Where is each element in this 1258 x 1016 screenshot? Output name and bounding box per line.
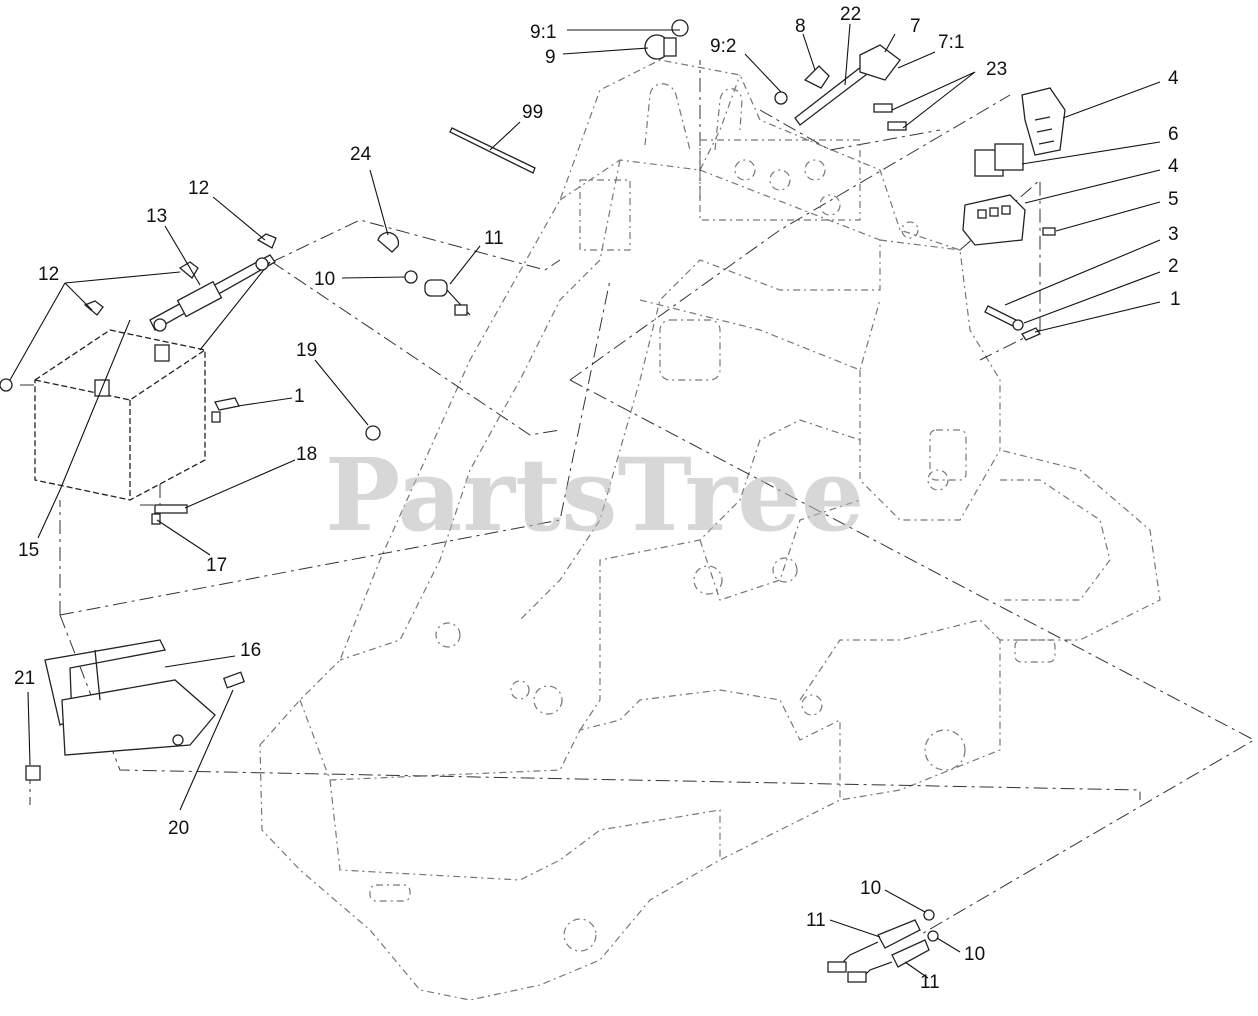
callout-3: 3 — [1168, 224, 1179, 245]
valve-block — [579, 139, 861, 251]
callout-11-bottom-left: 11 — [806, 910, 826, 931]
cable-tie — [449, 127, 536, 174]
ignition-switch — [644, 19, 830, 105]
callout-17: 17 — [206, 555, 227, 576]
terminals — [151, 397, 240, 525]
callout-23: 23 — [986, 59, 1007, 80]
cable-clamp — [377, 231, 400, 253]
callout-21: 21 — [14, 668, 35, 689]
wing-nut — [0, 378, 13, 392]
callout-16: 16 — [240, 640, 261, 661]
callout-1-left: 1 — [294, 386, 305, 407]
callout-13: 13 — [146, 206, 167, 227]
fuse-block — [962, 194, 1026, 246]
watermark: PartsTree — [325, 436, 865, 554]
callout-12-right: 12 — [188, 178, 209, 199]
washer — [1012, 319, 1024, 331]
machine-frame — [259, 59, 1161, 1001]
callout-20: 20 — [168, 818, 189, 839]
callout-7-1: 7:1 — [938, 32, 964, 53]
callout-12-left: 12 — [38, 264, 59, 285]
callout-99: 99 — [522, 102, 543, 123]
callout-22: 22 — [840, 4, 861, 25]
callout-18: 18 — [296, 444, 317, 465]
callout-19: 19 — [296, 340, 317, 361]
callout-labels: 9:1 9 8 22 7 7:1 9:2 23 4 99 6 4 24 5 12… — [14, 4, 1181, 993]
wire-harness-bottom — [827, 909, 939, 983]
callout-4: 4 — [1168, 68, 1179, 89]
screw — [1042, 227, 1056, 236]
callout-7: 7 — [910, 16, 921, 37]
fuse — [873, 103, 893, 113]
battery-mount-plate — [25, 639, 246, 781]
components — [0, 19, 1066, 983]
hold-down-bracket — [59, 254, 276, 491]
grommet — [404, 270, 418, 284]
callout-10-bottom-top: 10 — [860, 878, 881, 899]
fuse — [887, 121, 907, 131]
callout-9: 9 — [545, 47, 556, 68]
switch — [859, 44, 901, 81]
callout-15: 15 — [18, 540, 39, 561]
leader-lines — [9, 23, 1161, 979]
callout-11: 11 — [484, 228, 504, 249]
callout-9-2: 9:2 — [710, 36, 736, 57]
callout-1-right: 1 — [1170, 289, 1181, 310]
callout-2: 2 — [1168, 256, 1179, 277]
battery — [34, 329, 206, 501]
terminal — [1021, 327, 1041, 341]
callout-8: 8 — [795, 16, 806, 37]
relays — [974, 143, 1024, 177]
wing-nut — [178, 261, 199, 279]
callout-10: 10 — [314, 269, 335, 290]
callout-24: 24 — [350, 144, 372, 165]
wire-harness-top — [424, 279, 471, 316]
fuse-block-cover — [1021, 87, 1066, 156]
callout-5: 5 — [1168, 189, 1179, 210]
callout-10-bottom-right: 10 — [964, 944, 985, 965]
wing-nut — [83, 300, 104, 316]
callout-4-mid: 4 — [1168, 156, 1179, 177]
callout-11-bottom: 11 — [920, 972, 940, 993]
callout-6: 6 — [1168, 124, 1179, 145]
callout-9-1: 9:1 — [530, 22, 556, 43]
nut — [365, 425, 381, 441]
